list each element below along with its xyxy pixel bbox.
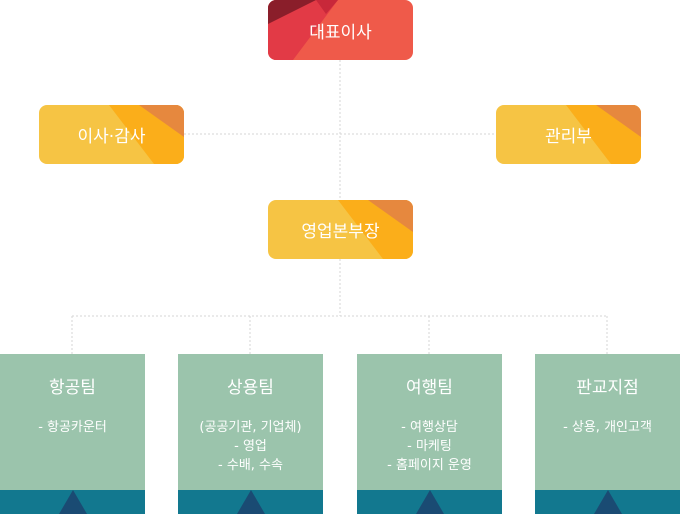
team-duty: - 마케팅 (407, 439, 452, 454)
team-air: 항공팀 - 항공카운터 (0, 354, 145, 514)
triangle-marker-icon (415, 490, 444, 514)
team-duty: - 항공카운터 (38, 420, 107, 435)
team-title: 여행팀 (406, 378, 453, 398)
sales-head-decoration (338, 200, 413, 259)
team-title: 항공팀 (49, 378, 96, 398)
team-title: 판교지점 (576, 378, 639, 398)
team-duties: - 여행상담 - 마케팅 - 홈페이지 운영 (357, 418, 502, 475)
team-duty: - 영업 (234, 439, 267, 454)
triangle-marker-icon (58, 490, 87, 514)
team-duty: - 상용, 개인고객 (563, 420, 652, 435)
team-travel: 여행팀 - 여행상담 - 마케팅 - 홈페이지 운영 (357, 354, 502, 514)
audit-label: 이사·감사 (77, 127, 146, 147)
team-duties: - 상용, 개인고객 (535, 418, 680, 437)
sales-head-label: 영업본부장 (301, 222, 380, 242)
team-business: 상용팀 (공공기관, 기업체) - 영업 - 수배, 수속 (178, 354, 323, 514)
team-duties: - 항공카운터 (0, 418, 145, 437)
team-duty: - 여행상담 (401, 420, 458, 435)
ceo-decoration (268, 0, 338, 60)
audit-box: 이사·감사 (39, 105, 184, 164)
admin-box: 관리부 (496, 105, 641, 164)
ceo-label: 대표이사 (309, 22, 372, 43)
triangle-marker-icon (593, 490, 622, 514)
audit-decoration (109, 105, 184, 164)
triangle-marker-icon (236, 490, 265, 514)
team-duties: (공공기관, 기업체) - 영업 - 수배, 수속 (178, 418, 323, 475)
admin-label: 관리부 (545, 127, 592, 147)
team-duty: (공공기관, 기업체) (199, 420, 302, 435)
ceo-box: 대표이사 (268, 0, 413, 60)
team-duty: - 수배, 수속 (218, 458, 283, 473)
team-title: 상용팀 (227, 378, 274, 398)
team-duty: - 홈페이지 운영 (387, 458, 472, 473)
sales-head-box: 영업본부장 (268, 200, 413, 259)
team-pangyo-branch: 판교지점 - 상용, 개인고객 (535, 354, 680, 514)
admin-decoration (566, 105, 641, 164)
